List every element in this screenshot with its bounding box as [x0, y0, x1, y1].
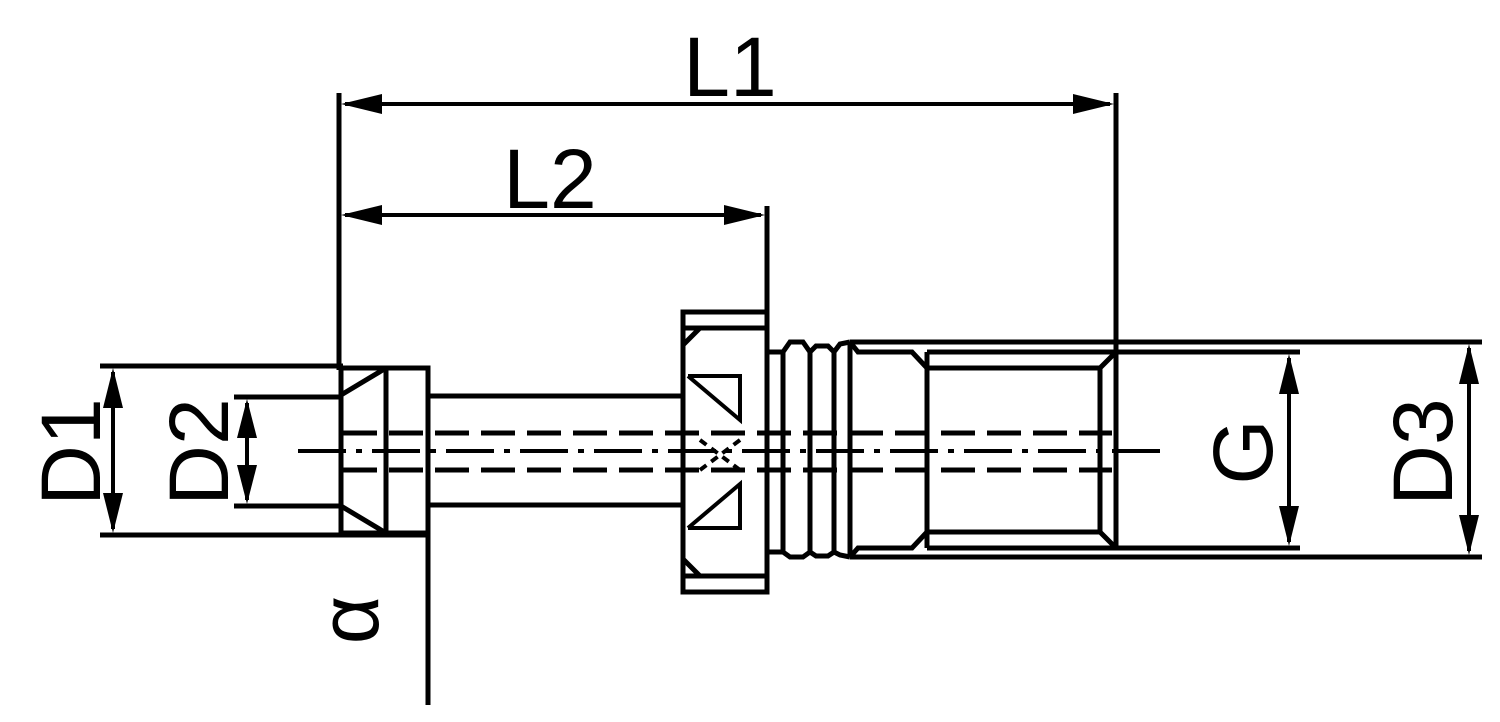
l2-right-arrowhead	[724, 205, 765, 225]
d3-top-arrowhead	[1459, 344, 1479, 384]
groove-bottom-profile	[781, 548, 851, 560]
d2-label: D2	[152, 398, 246, 505]
head-cone-upper-edge	[339, 365, 388, 398]
l1-right-arrowhead	[1073, 94, 1114, 114]
alpha-label: α	[302, 596, 396, 645]
inner-cone-upper	[686, 374, 742, 425]
flange-chamfer-top	[681, 326, 702, 347]
arrowheads	[103, 94, 1479, 555]
l2-left-arrowhead	[341, 205, 382, 225]
d1-top-arrowhead	[103, 368, 123, 408]
d2-top-arrowhead	[237, 399, 257, 438]
g-bottom-arrowhead	[1279, 506, 1299, 546]
inner-cone-lower	[686, 479, 742, 530]
d2-bottom-arrowhead	[237, 465, 257, 504]
d1-label: D1	[24, 398, 118, 505]
head-cone-lower-edge	[339, 503, 388, 536]
d3-bottom-arrowhead	[1459, 515, 1479, 555]
groove-top-profile	[780, 339, 851, 356]
d3-label: D3	[1376, 398, 1470, 505]
l1-left-arrowhead	[341, 94, 382, 114]
g-top-arrowhead	[1279, 354, 1299, 394]
body-taper-bottom	[848, 530, 929, 559]
l1-label: L1	[683, 20, 776, 114]
bore-hidden-lines	[343, 430, 1112, 473]
flange-inner-cone	[686, 374, 742, 530]
d1-bottom-arrowhead	[103, 493, 123, 533]
l2-label: L2	[503, 132, 596, 226]
g-label: G	[1196, 419, 1290, 484]
body-taper-top	[848, 340, 929, 370]
flange-chamfer-bottom	[681, 557, 702, 578]
